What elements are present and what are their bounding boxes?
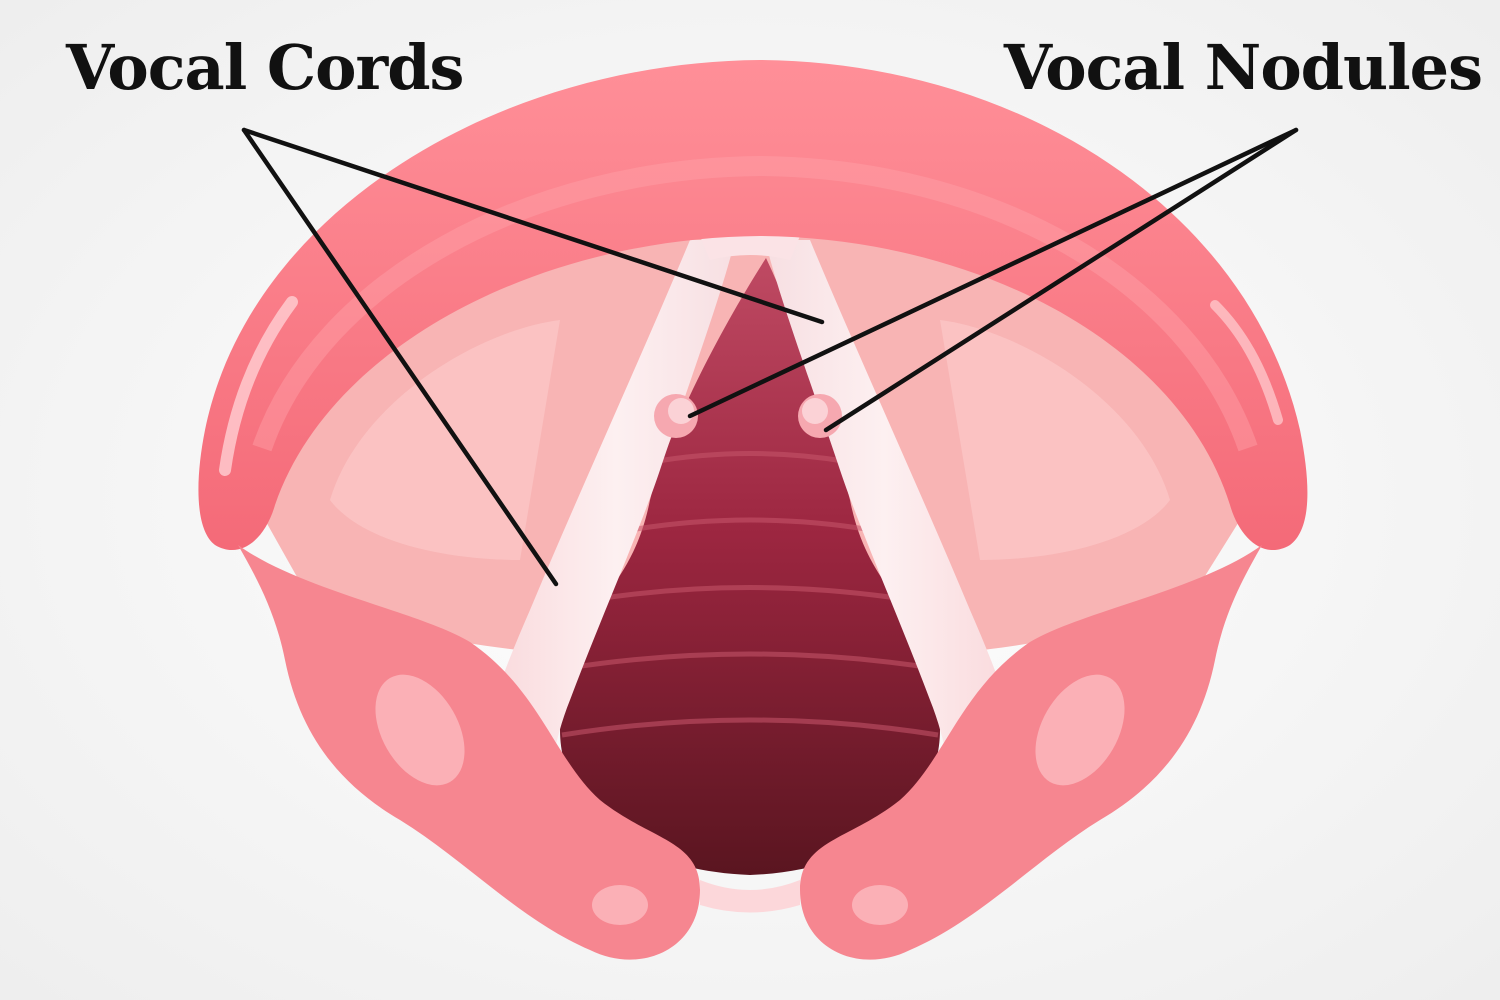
aryepiglottic-fold-right [800, 545, 1262, 960]
epiglottis-shine-right [1210, 300, 1283, 425]
vocal-nodules-label: Vocal Nodules [1003, 31, 1483, 104]
cuneiform-highlight-right [1035, 674, 1125, 786]
corniculate-highlight-right [852, 885, 908, 925]
commissure [700, 230, 800, 260]
posterior-gap [700, 880, 800, 913]
tracheal-rings [561, 451, 939, 738]
vocal-cords-label: Vocal Cords [66, 31, 464, 104]
leader-line-cords-left [241, 127, 559, 587]
vocal-nodule-right [798, 394, 842, 438]
inner-tissue-highlight-left [330, 320, 560, 560]
leader-lines [241, 127, 1299, 587]
inner-tissue-highlight-right [940, 320, 1170, 560]
epiglottis-shine-left [219, 296, 298, 476]
aryepiglottic-fold-left [238, 545, 700, 960]
cuneiform-highlight-left [375, 674, 465, 786]
vocal-cord-left [470, 240, 735, 860]
airway-opening [560, 258, 940, 875]
epiglottis-band [252, 155, 1258, 452]
leader-line-cords-right [241, 127, 825, 325]
corniculate-highlight-left [592, 885, 648, 925]
epiglottis-arch [198, 60, 1308, 551]
vocal-cord-right [765, 240, 1030, 860]
leader-line-nodules-right [823, 127, 1299, 433]
leader-line-nodules-left [687, 127, 1299, 419]
vocal-nodule-left [654, 394, 698, 438]
